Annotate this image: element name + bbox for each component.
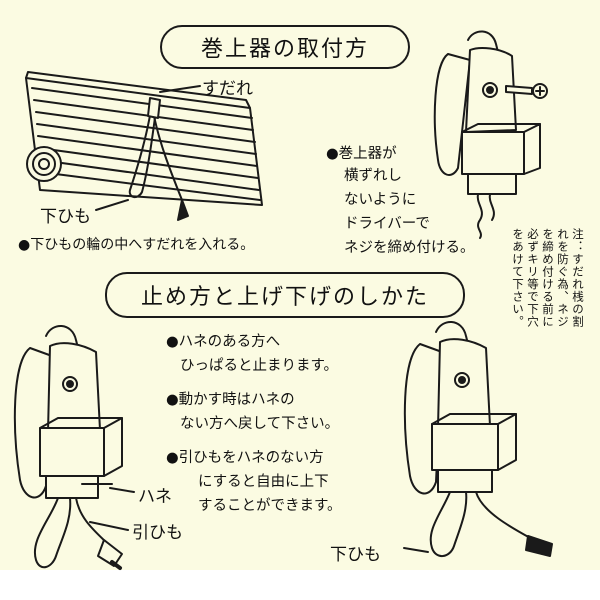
vertical-note: 注：すだれ桟の割れを防ぐ為、ネジを締め付ける前に必ずキリ等で下穴をあけて下さい。 (511, 228, 585, 328)
winder-left-illustration (13, 325, 135, 570)
step2-line1: ●動かす時はハネの (166, 392, 295, 408)
screw-line-4: ドライバーで (344, 216, 430, 232)
operation-title-text: 止め方と上げ下げのしかた (140, 285, 429, 310)
label-shitahimo-top: 下ひも (40, 207, 91, 227)
winder-right-illustration (403, 321, 553, 557)
step1-line1: ●ハネのある方へ (166, 334, 281, 350)
loop-instruction: ●下ひもの輪の中へすだれを入れる。 (18, 237, 255, 253)
step3-line1: ●引ひもをハネのない方 (166, 450, 324, 466)
screw-line-3: ないように (344, 192, 417, 208)
label-shitahimo-bottom: 下ひも (330, 545, 381, 565)
screw-line-1: ●巻上器が (326, 146, 397, 162)
step1-line2: ひっぱると止まります。 (180, 358, 339, 374)
step2-line2: ない方へ戻して下さい。 (180, 416, 340, 432)
label-hikihimo: 引ひも (132, 523, 183, 543)
rolled-blind-illustration (25, 71, 263, 221)
step3-line3: することができます。 (198, 498, 342, 514)
operation-title: 止め方と上げ下げのしかた (105, 272, 465, 318)
screw-line-5: ネジを締め付ける。 (344, 240, 475, 256)
install-title: 巻上器の取付方 (160, 25, 410, 69)
screw-line-2: 横ずれし (344, 168, 402, 184)
page-margin (0, 570, 600, 600)
label-sudare: すだれ (202, 79, 253, 99)
install-title-text: 巻上器の取付方 (200, 37, 369, 62)
step3-line2: にすると自由に上下 (198, 474, 329, 490)
label-hane: ハネ (138, 487, 172, 507)
winder-screw-illustration (433, 30, 548, 239)
